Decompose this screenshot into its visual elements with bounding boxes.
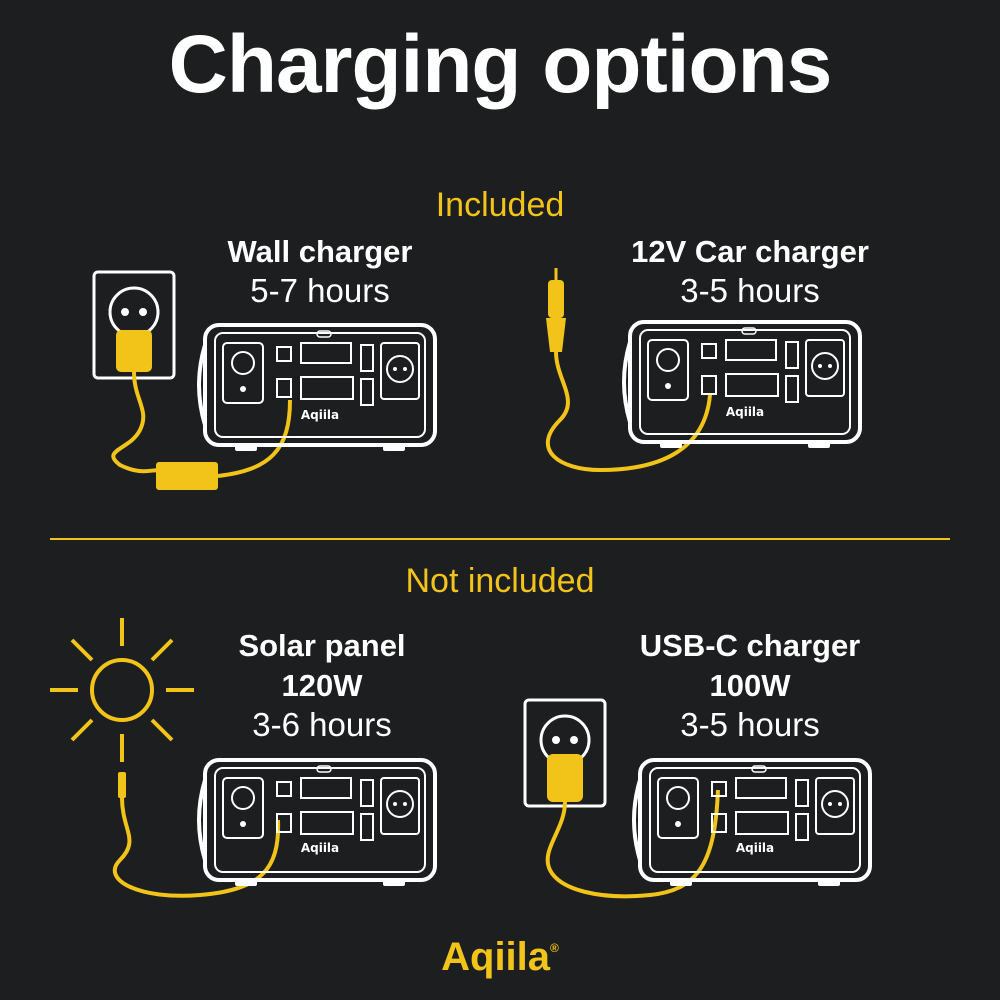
car-charger-time: 3-5 hours — [680, 272, 820, 309]
car-cable — [545, 351, 712, 473]
section-divider — [50, 538, 950, 540]
power-station-car-icon — [622, 320, 862, 450]
solar-panel-time: 3-6 hours — [252, 706, 392, 743]
brand-logo: Aqiila® — [441, 935, 559, 979]
wall-plug-icon — [116, 330, 152, 372]
svg-text:Aqiila: Aqiila — [736, 841, 774, 855]
car-plug-icon — [546, 268, 566, 352]
usbc-charger-time: 3-5 hours — [680, 706, 820, 743]
usbc-charger-name: USB-C charger — [639, 628, 861, 663]
wall-charger-name: Wall charger — [227, 234, 413, 269]
power-station-wall-icon — [197, 323, 437, 453]
solar-panel-name: Solar panel — [238, 628, 406, 663]
usbc-cable — [545, 789, 720, 899]
solar-panel-power: 120W — [281, 668, 363, 703]
svg-text:Aqiila: Aqiila — [726, 405, 764, 419]
section-included-label: Included — [435, 186, 565, 224]
wall-charger-time: 5-7 hours — [250, 272, 390, 309]
car-charger-name: 12V Car charger — [631, 234, 869, 269]
sun-icon — [50, 618, 194, 762]
station-brand-label: Aqiila — [301, 408, 339, 422]
solar-connector-icon — [118, 772, 126, 798]
power-station-usbc-icon — [632, 758, 872, 888]
section-not-included-label: Not included — [405, 562, 595, 600]
page-title: Charging options — [168, 19, 833, 110]
svg-text:Aqiila: Aqiila — [301, 841, 339, 855]
wall-cable — [111, 371, 161, 474]
usbc-plug-icon — [547, 754, 583, 802]
power-adapter-icon — [156, 462, 218, 490]
power-station-solar-icon — [197, 758, 437, 888]
usbc-charger-power: 100W — [709, 668, 791, 703]
